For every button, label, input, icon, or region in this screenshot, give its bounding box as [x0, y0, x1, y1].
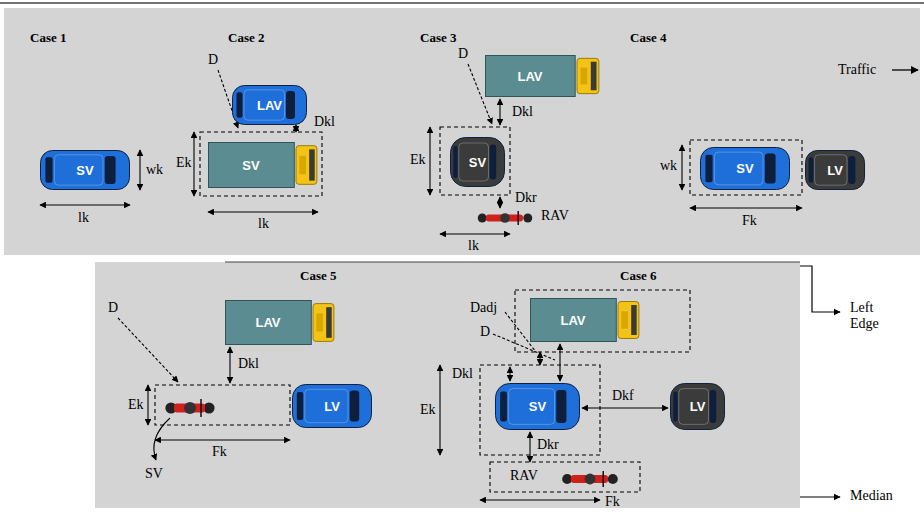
truck-vehicle: LAV: [530, 298, 640, 342]
motorbike-vehicle: SV: [165, 398, 215, 418]
vehicle-label: LAV: [257, 98, 282, 113]
case-title: Case 5: [300, 268, 336, 284]
vehicle-shape: [208, 142, 318, 188]
car-vehicle: SV: [495, 383, 580, 430]
car-vehicle: LAV: [232, 85, 307, 125]
vehicle-label: LAV: [560, 313, 585, 328]
motorbike-vehicle: RAV: [475, 210, 535, 226]
dimension-label: D: [458, 46, 468, 62]
dimension-label: lk: [258, 216, 269, 232]
vehicle-label: RAV: [510, 468, 538, 484]
dimension-label: Fk: [742, 213, 757, 229]
dimension-label: Dkl: [452, 366, 473, 382]
vehicle-label: LAV: [255, 315, 280, 330]
case-title: Case 1: [30, 30, 66, 46]
vehicle-shape: [165, 398, 215, 418]
car-vehicle: LV: [670, 383, 725, 430]
dimension-label: D: [208, 52, 218, 68]
truck-vehicle: LAV: [225, 300, 335, 345]
dimension-label: Median: [850, 488, 893, 504]
vehicle-label: LAV: [517, 69, 542, 84]
dimension-label: Ek: [420, 402, 436, 418]
vehicle-shape: [475, 210, 535, 226]
case-title: Case 4: [630, 30, 666, 46]
dimension-label: D: [108, 300, 118, 316]
vehicle-label: SV: [242, 158, 259, 173]
case-title: Case 3: [420, 30, 456, 46]
vehicle-label: LV: [827, 163, 843, 178]
vehicle-label: SV: [736, 161, 753, 176]
dimension-label: Dkf: [612, 388, 634, 404]
dimension-label: Fk: [605, 494, 620, 510]
dimension-label: lk: [468, 238, 479, 254]
dimension-label: D: [480, 324, 490, 340]
dimension-label: Dkr: [537, 437, 559, 453]
dimension-label: wk: [660, 158, 677, 174]
vehicle-label: SV: [469, 155, 486, 170]
dimension-label: Fk: [212, 444, 227, 460]
dimension-label: Ek: [128, 397, 144, 413]
vehicle-label: RAV: [541, 208, 569, 224]
vehicle-label: SV: [529, 399, 546, 414]
dimension-label: Dkr: [515, 190, 537, 206]
vehicle-label: SV: [145, 466, 163, 482]
car-vehicle: LV: [805, 150, 865, 190]
vehicle-label: LV: [324, 399, 340, 414]
car-vehicle: SV: [40, 150, 130, 190]
vehicle-shape: [560, 470, 620, 488]
dimension-label: Traffic: [838, 62, 876, 78]
motorbike-vehicle: RAV: [560, 470, 620, 488]
dimension-label: lk: [78, 210, 89, 226]
truck-vehicle: LAV: [485, 55, 600, 97]
dimension-label: wk: [146, 162, 163, 178]
dimension-label: Ek: [176, 155, 192, 171]
car-vehicle: LV: [292, 384, 372, 428]
vehicle-label: SV: [76, 163, 93, 178]
case-title: Case 2: [228, 30, 264, 46]
dimension-label: Ek: [410, 152, 426, 168]
case-title: Case 6: [620, 268, 656, 284]
dimension-label: Dkl: [238, 356, 259, 372]
dimension-label: Dadj: [470, 300, 497, 316]
vehicle-label: LV: [690, 399, 706, 414]
car-vehicle: SV: [700, 147, 790, 190]
truck-vehicle: SV: [208, 142, 318, 188]
dimension-label: Dkl: [512, 104, 533, 120]
car-vehicle: SV: [450, 137, 505, 187]
dimension-label: Left Edge: [850, 300, 898, 332]
dimension-label: Dkl: [314, 114, 335, 130]
